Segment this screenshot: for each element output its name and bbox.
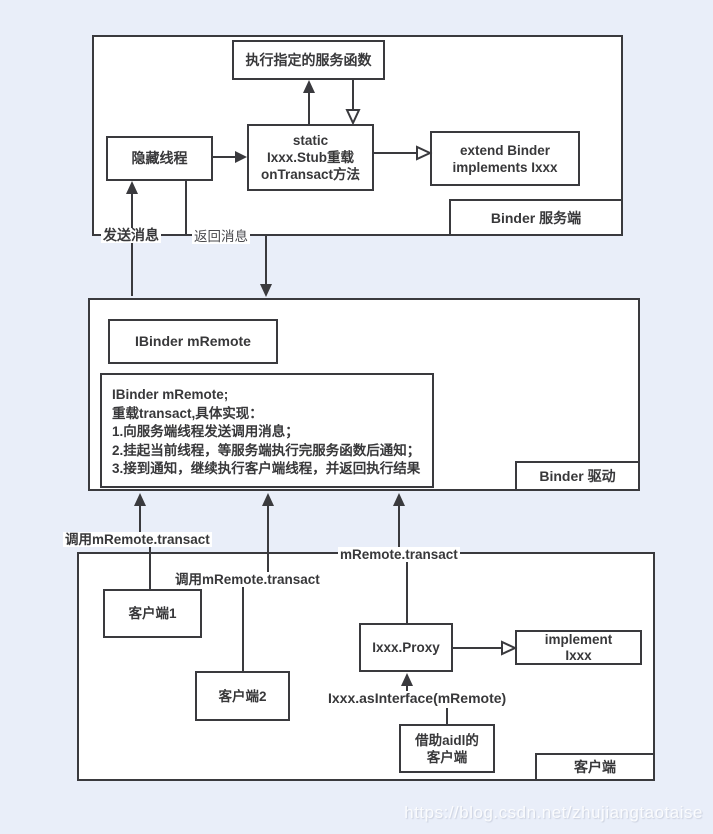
client-section-tag-label: 客户端 bbox=[574, 759, 616, 775]
arrow-stub-to-extend bbox=[374, 145, 433, 161]
driver-section-tag: Binder 驱动 bbox=[515, 461, 640, 491]
implement-ixxx-line: Ixxx bbox=[565, 647, 592, 663]
extend-binder-line: extend Binder bbox=[459, 142, 551, 158]
client-section-tag: 客户端 bbox=[535, 753, 655, 781]
aidl-client-box: 借助aidl的 客户端 bbox=[399, 724, 495, 773]
extend-binder-box: extend Binder implements Ixxx bbox=[430, 131, 580, 186]
ixxx-proxy-label: Ixxx.Proxy bbox=[372, 640, 440, 655]
call1-mremote-transact-label: 调用mRemote.transact bbox=[63, 532, 212, 547]
exec-service-function-label: 执行指定的服务函数 bbox=[245, 51, 372, 68]
client2-box: 客户端2 bbox=[195, 671, 290, 721]
server-section-tag: Binder 服务端 bbox=[449, 199, 623, 236]
arrow-stub-to-exec bbox=[303, 80, 315, 125]
client2-label: 客户端2 bbox=[218, 688, 267, 704]
extend-binder-line: implements Ixxx bbox=[452, 159, 558, 175]
client1-box: 客户端1 bbox=[103, 589, 202, 638]
client1-label: 客户端1 bbox=[128, 606, 177, 621]
return-message-label: 返回消息 bbox=[192, 229, 250, 244]
arrow-hidden-to-stub bbox=[213, 151, 247, 163]
exec-service-function-box: 执行指定的服务函数 bbox=[232, 40, 385, 80]
static-stub-line: onTransact方法 bbox=[260, 167, 361, 182]
arrow-send-message bbox=[126, 181, 138, 296]
driver-section-tag-label: Binder 驱动 bbox=[539, 468, 616, 484]
implement-ixxx-line: implement bbox=[544, 631, 613, 647]
mremote-transact-label: mRemote.transact bbox=[338, 547, 460, 562]
ibinder-mremote-box: IBinder mRemote bbox=[108, 319, 278, 364]
aidl-client-line: 借助aidl的 bbox=[415, 732, 479, 748]
static-stub-line: Ixxx.Stub重载 bbox=[266, 150, 355, 165]
hidden-thread-label: 隐藏线程 bbox=[131, 150, 188, 166]
transact-impl-line: 2.挂起当前线程，等服务端执行完服务函数后通知； bbox=[112, 442, 421, 458]
arrow-proxy-to-impl bbox=[453, 640, 518, 656]
send-message-label: 发送消息 bbox=[101, 227, 161, 243]
aidl-client-line: 客户端 bbox=[426, 749, 468, 765]
transact-implementation-box: IBinder mRemote; 重载transact,具体实现： 1.向服务端… bbox=[100, 373, 434, 488]
asinterface-label: Ixxx.asInterface(mRemote) bbox=[326, 690, 509, 706]
transact-impl-line: 重载transact,具体实现： bbox=[112, 405, 263, 421]
ixxx-proxy-box: Ixxx.Proxy bbox=[359, 623, 453, 672]
arrow-exec-to-stub bbox=[345, 80, 361, 126]
static-stub-line: static bbox=[292, 133, 329, 148]
static-stub-box: static Ixxx.Stub重载 onTransact方法 bbox=[247, 124, 374, 191]
call2-mremote-transact-label: 调用mRemote.transact bbox=[173, 572, 322, 587]
ibinder-mremote-label: IBinder mRemote bbox=[135, 333, 251, 349]
transact-impl-line: IBinder mRemote; bbox=[112, 387, 229, 402]
hidden-thread-box: 隐藏线程 bbox=[106, 136, 213, 181]
server-section-tag-label: Binder 服务端 bbox=[490, 209, 582, 226]
watermark-url: https://blog.csdn.net/zhujiangtaotaise bbox=[404, 803, 703, 822]
transact-impl-line: 1.向服务端线程发送调用消息； bbox=[112, 424, 299, 439]
transact-impl-line: 3.接到通知，继续执行客户端线程，并返回执行结果 bbox=[112, 461, 421, 476]
